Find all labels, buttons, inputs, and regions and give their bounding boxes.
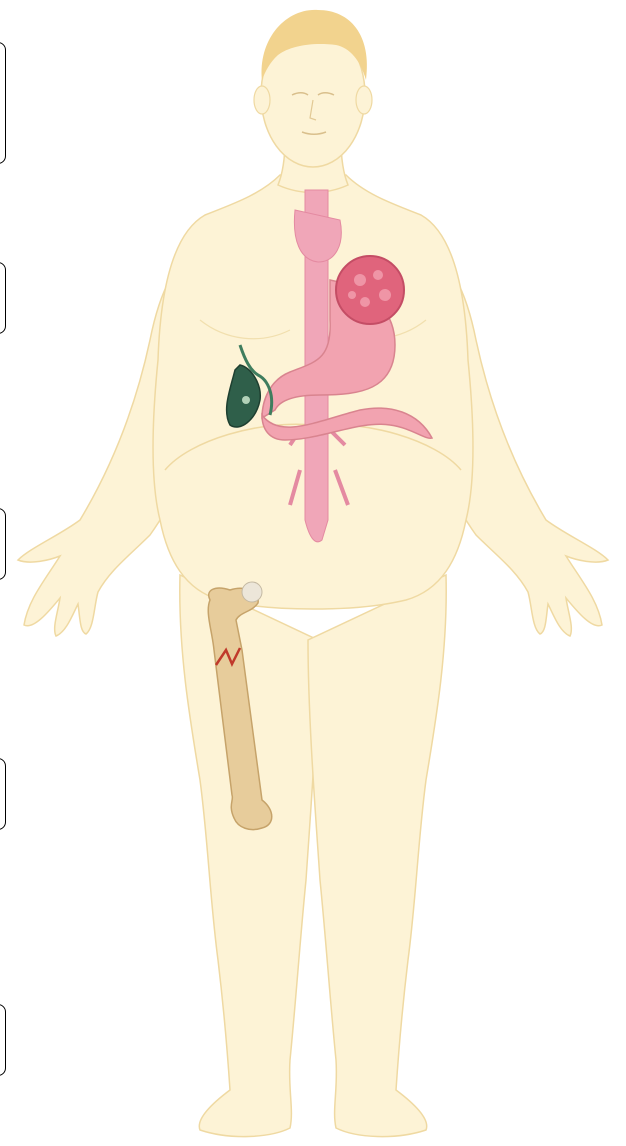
left-leg (180, 575, 318, 1137)
left-ear (254, 86, 270, 114)
right-leg (308, 575, 446, 1137)
femoral-head (242, 582, 262, 602)
gallstone (242, 396, 250, 404)
right-ear (356, 86, 372, 114)
body-silhouette (18, 10, 608, 1137)
stomach-tumor (336, 256, 404, 324)
